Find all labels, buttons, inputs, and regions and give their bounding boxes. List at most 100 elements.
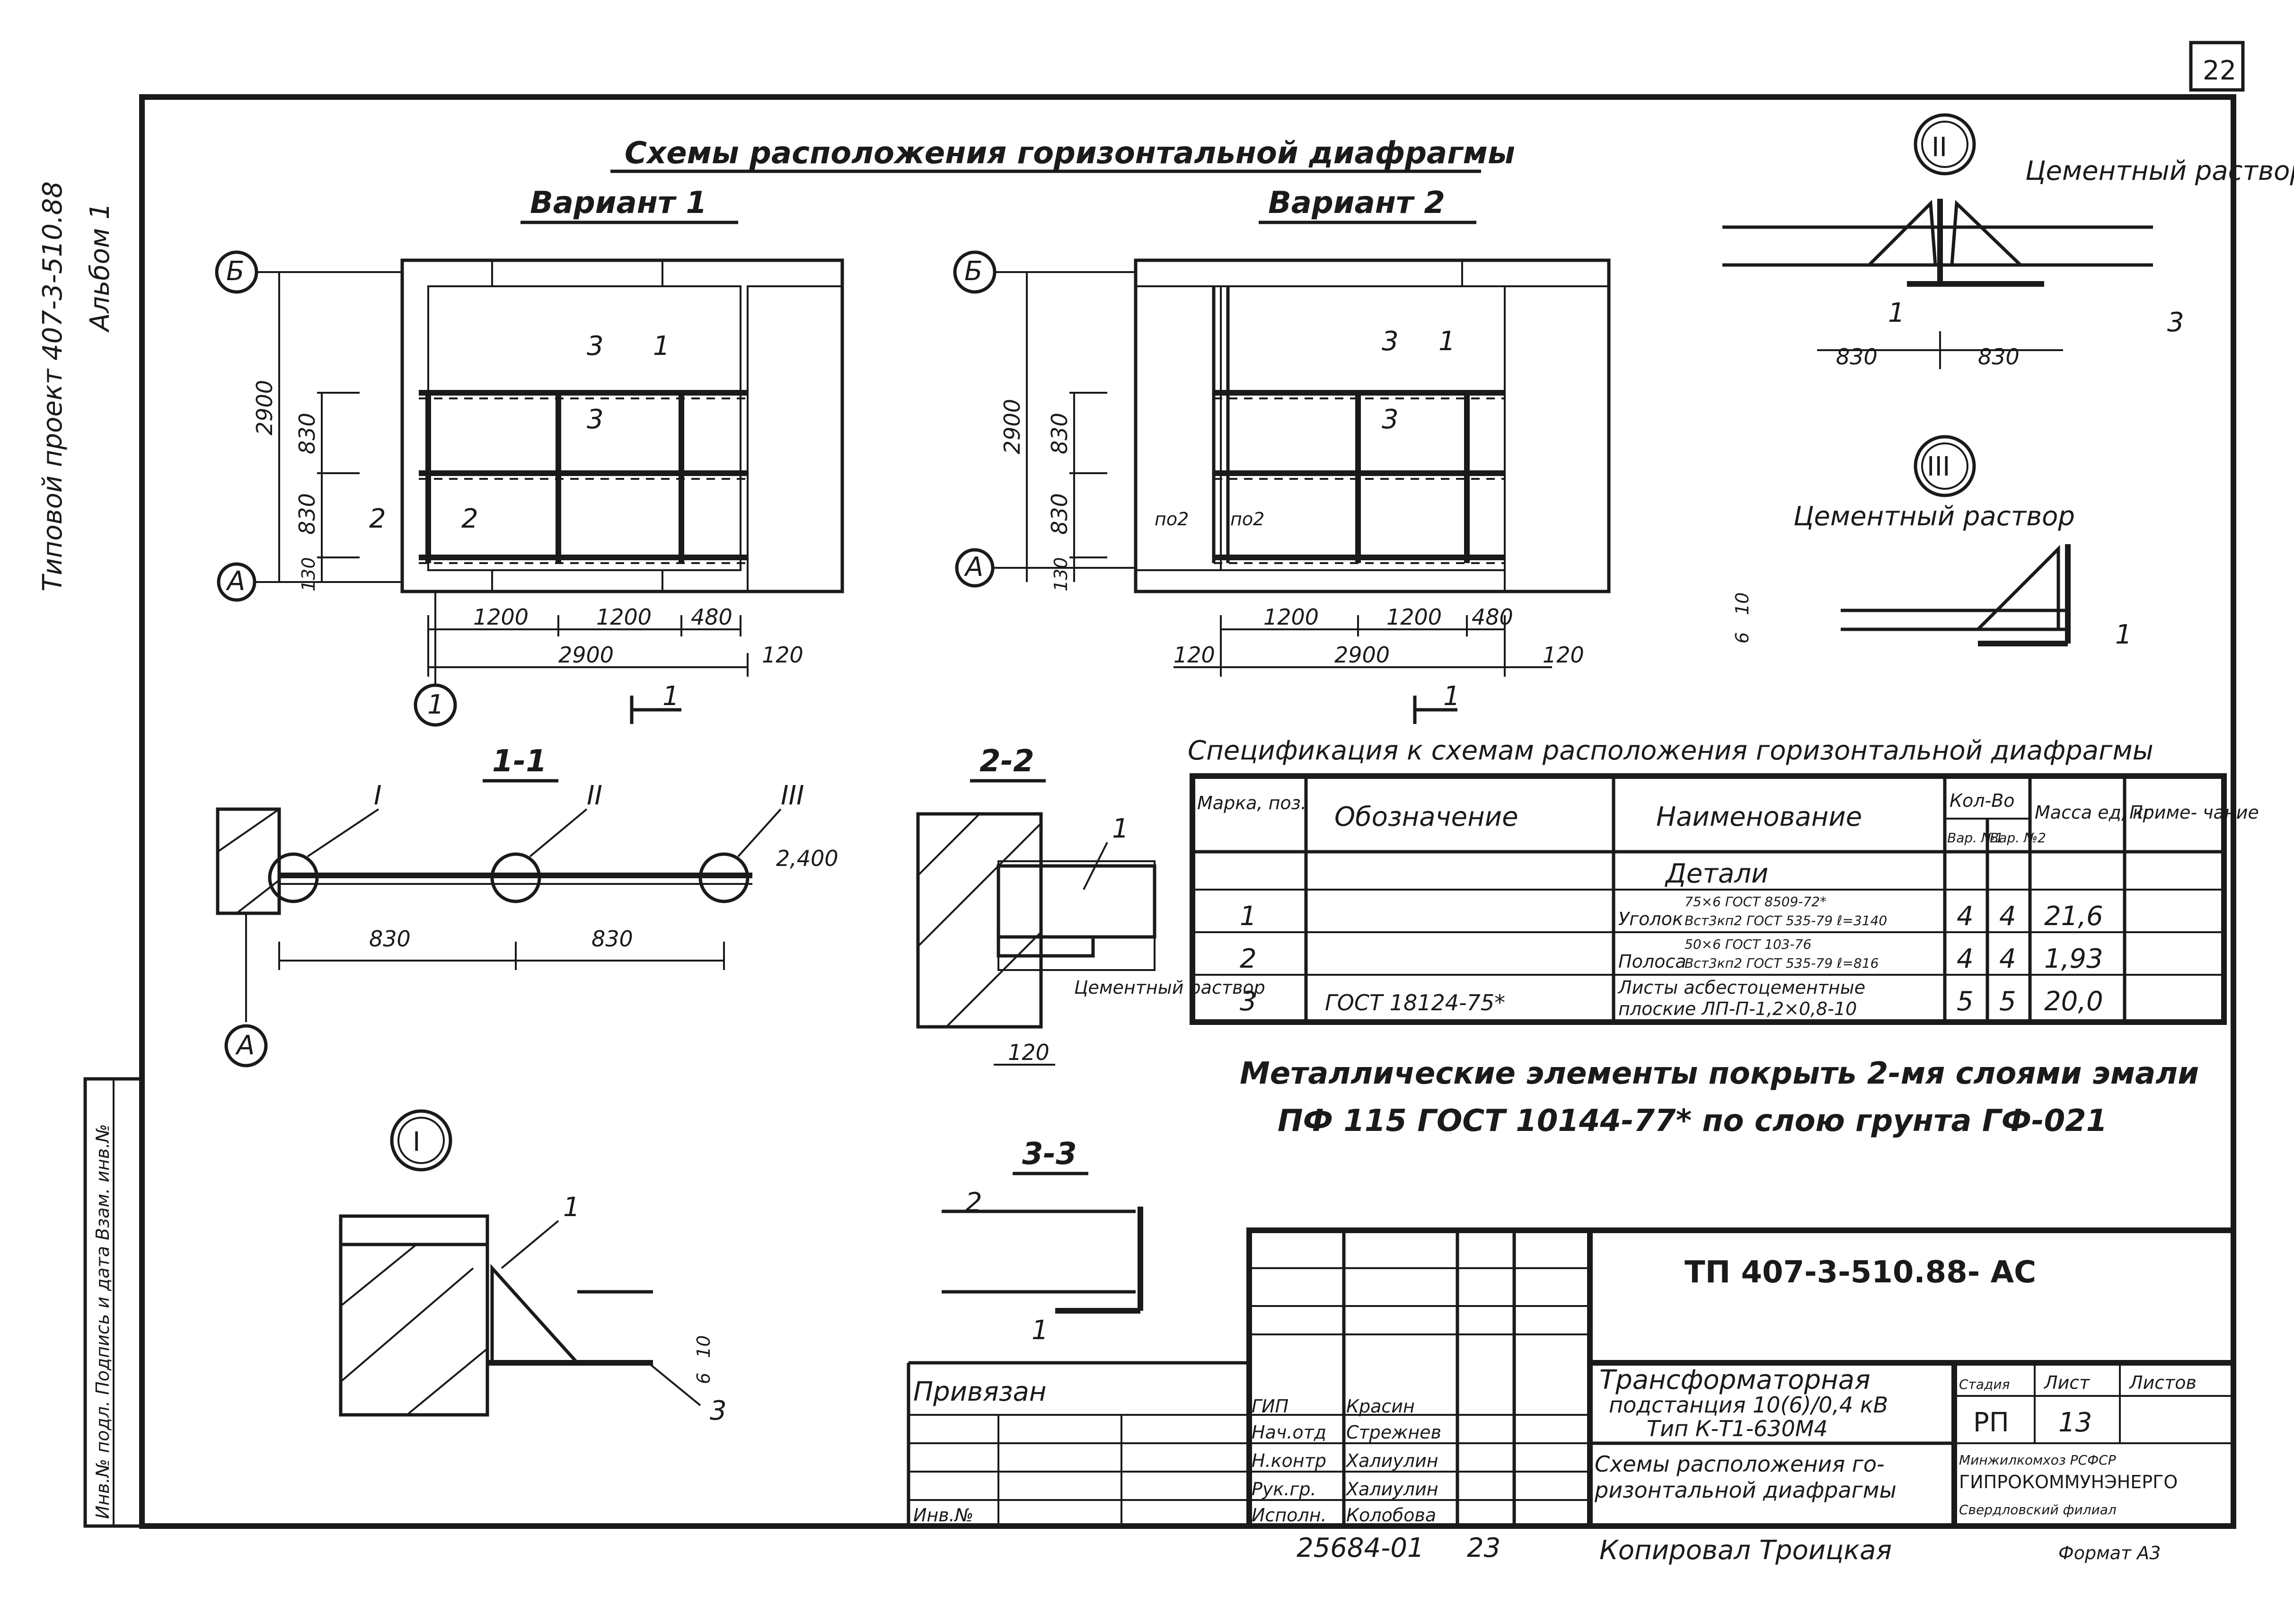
tb-stage: РП: [1973, 1407, 2009, 1438]
spec-r2-v1: 4: [1957, 944, 1974, 974]
spec-r1-name-b: 75×6 ГОСТ 8509-72*: [1685, 894, 1826, 909]
spec-r3-designation: ГОСТ 18124-75*: [1325, 990, 1505, 1015]
v2-dim-120a: 120: [1173, 642, 1215, 668]
v1-dim-120: 120: [762, 642, 803, 668]
spec-r2-mark: 2: [1240, 944, 1257, 974]
tb-org-1: Минжилкомхоз РСФСР: [1959, 1452, 2116, 1468]
tb-name-2: Стрежнев: [1346, 1422, 1441, 1443]
v1-dim-1200a: 1200: [473, 604, 529, 630]
main-title: Схемы расположения горизонтальной диафра…: [625, 136, 1515, 171]
v2-cut-3b: 3: [1382, 404, 1399, 435]
tb-inv: Инв.№: [913, 1505, 973, 1526]
v2-dim-total: 2900: [1334, 642, 1390, 668]
tb-name-3: Халиулин: [1345, 1450, 1438, 1471]
node-III: III Цементный раствор 1 10 6: [1732, 435, 2132, 650]
spec-r2-name-b: 50×6 ГОСТ 103-76: [1685, 936, 1811, 952]
v2-dim-height: 2900: [999, 399, 1025, 454]
v1-cut-3: 3: [587, 331, 604, 362]
s33-pos1: 1: [1032, 1315, 1049, 1346]
side-project: Типовой проект 407-3-510.88: [37, 181, 68, 591]
node3-pos1: 1: [2115, 619, 2132, 650]
spec-r2-v2: 4: [1999, 944, 2016, 974]
s22-title: 2-2: [979, 744, 1034, 779]
note-line-2: ПФ 115 ГОСТ 10144-77* по слою грунта ГФ-…: [1278, 1103, 2107, 1139]
tb-org-2: ГИПРОКОММУНЭНЕРГО: [1959, 1472, 2178, 1492]
s11-title: 1-1: [492, 744, 547, 779]
spec-h-mark: Марка, поз.: [1197, 793, 1306, 813]
v2-dim-1200b: 1200: [1386, 604, 1442, 630]
v1-cut-1: 1: [653, 331, 670, 362]
title-block: ТП 407-3-510.88- АС Привязан Инв.№ ГИП К…: [907, 1227, 2236, 1529]
tb-role-5: Исполн.: [1252, 1505, 1327, 1526]
node2-dim-830a: 830: [1836, 344, 1878, 370]
tb-sheet-title-2: ризонтальной диафрагмы: [1594, 1477, 1897, 1503]
spec-r2-name-a: Полоса: [1618, 951, 1686, 972]
v1-dim-830a: 830: [294, 413, 320, 454]
s11-dim-a: 830: [369, 926, 411, 952]
tb-object-2: подстанция 10(6)/0,4 кВ: [1609, 1392, 1888, 1418]
spec-r3-mark: 3: [1240, 986, 1257, 1017]
spec-h-mass: Масса ед, кг: [2035, 802, 2153, 823]
v2-dim-130: 130: [1050, 557, 1071, 591]
node1-dim-b: 6: [693, 1373, 714, 1384]
tb-object-1: Трансформаторная: [1599, 1365, 1870, 1395]
v1-dim-height: 2900: [252, 380, 277, 435]
tb-sheets-h: Листов: [2128, 1372, 2197, 1393]
v2-dim-1200a: 1200: [1263, 604, 1319, 630]
node3-dim-6: 6: [1732, 632, 1753, 644]
s33-title: 3-3: [1022, 1137, 1077, 1172]
node3-dim-10: 10: [1732, 592, 1753, 615]
tb-stage-h: Стадия: [1959, 1377, 2010, 1392]
spec-r3-mass: 20,0: [2044, 986, 2103, 1017]
node2-pos1: 1: [1888, 298, 1905, 328]
s11-level: 2,400: [776, 846, 838, 871]
spec-r3-v1: 5: [1957, 986, 1974, 1017]
spec-r3-v2: 5: [1999, 986, 2016, 1017]
tb-name-4: Халиулин: [1345, 1479, 1438, 1500]
variant2-title: Вариант 2: [1268, 185, 1445, 221]
spec-r3-name-a: Листы асбестоцементные: [1617, 977, 1865, 998]
side-album: Альбом 1: [85, 203, 115, 333]
spec-h-note: Приме- чание: [2129, 802, 2259, 823]
v1-cut-2b: 2: [461, 503, 478, 534]
v1-axis-b: Б: [226, 256, 244, 287]
page-number: 22: [2203, 55, 2236, 86]
v1-dim-480: 480: [691, 604, 732, 630]
v1-cut-2: 2: [369, 503, 386, 534]
s22-pos1: 1: [1112, 813, 1129, 844]
variant2-plan: Вариант 2 Б А 2900 830 830 130: [953, 185, 1611, 724]
node1-label: I: [413, 1127, 421, 1157]
tb-sheet: 13: [2058, 1407, 2092, 1438]
spec-table: Спецификация к схемам расположения гориз…: [1188, 735, 2259, 1025]
tb-privyazan: Привязан: [913, 1377, 1046, 1407]
sheet-frame: 22: [139, 41, 2245, 1529]
v1-dim-830b: 830: [294, 493, 320, 535]
v2-dim-830a: 830: [1047, 413, 1072, 454]
s11-node3: III: [781, 780, 804, 811]
v2-axis-a: А: [964, 552, 983, 583]
s22-dim: 120: [1008, 1040, 1050, 1065]
v1-axis-a: А: [226, 566, 245, 597]
node2-mortar: Цементный раствор: [2025, 156, 2294, 186]
s11-axis: А: [235, 1030, 255, 1061]
side-approval-labels: Инв.№ подл. Подпись и дата Взам. инв.№: [92, 1124, 113, 1519]
tb-role-2: Нач.отд: [1252, 1422, 1326, 1443]
tb-role-4: Рук.гр.: [1252, 1479, 1316, 1500]
section-1-1: 1-1 I II III 2,400 830 830 А: [216, 744, 838, 1068]
tb-name-1: Красин: [1346, 1396, 1415, 1417]
s11-node2: II: [587, 780, 602, 811]
v1-dim-total: 2900: [558, 642, 614, 668]
footer-page: 23: [1467, 1533, 1500, 1563]
tb-object-3: Тип К-Т1-630М4: [1647, 1416, 1828, 1441]
spec-r1-name-a: Уголок: [1618, 909, 1683, 929]
v2-dim-480: 480: [1472, 604, 1513, 630]
node-II: II Цементный раствор 1 3 830 830: [1722, 113, 2294, 370]
tb-name-5: Колобова: [1346, 1505, 1436, 1526]
s22-mortar: Цементный раствор: [1074, 977, 1265, 998]
tb-role-1: ГИП: [1252, 1396, 1288, 1417]
v2-cut-1-bottom: 1: [1443, 681, 1460, 712]
section-2-2: 2-2 1 Цементный раствор 120: [916, 744, 1265, 1066]
spec-r1-name-c: Вст3кп2 ГОСТ 535-79 ℓ=3140: [1685, 913, 1887, 928]
spec-r1-mass: 21,6: [2044, 901, 2103, 932]
spec-r2-name-c: Вст3кп2 ГОСТ 535-79 ℓ=816: [1685, 955, 1879, 971]
